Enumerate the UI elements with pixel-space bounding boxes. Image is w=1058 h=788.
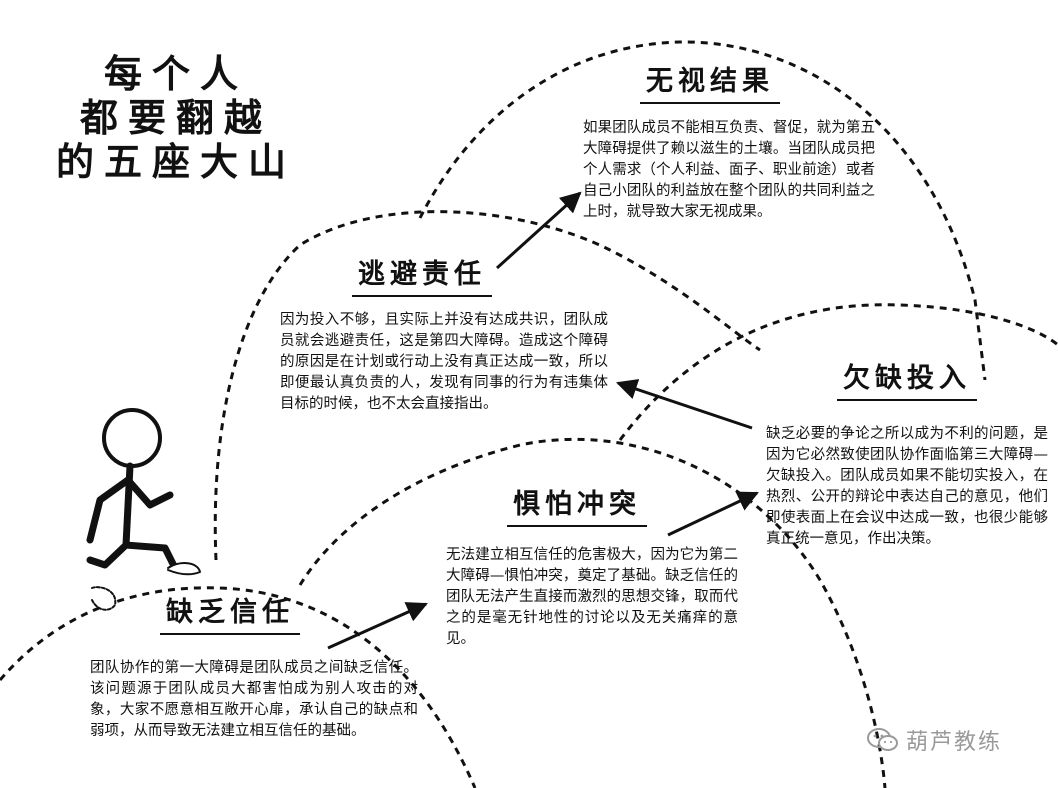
heading-lack-of-trust: 缺乏信任 [160,596,300,635]
wechat-icon [867,728,898,751]
heading-avoidance-of-accountability: 逃避责任 [352,258,492,297]
desc-inattention-to-results: 如果团队成员不能相互负责、督促，就为第五大障碍提供了赖以滋生的土壤。当团队成员把… [583,120,875,220]
heading-lack-of-commitment: 欠缺投入 [837,362,977,401]
heading-fear-of-conflict: 惧怕冲突 [507,488,647,527]
heading-inattention-to-results: 无视结果 [640,65,780,104]
arrow-2-to-3 [667,491,759,537]
desc-fear-of-conflict: 无法建立相互信任的危害极大，因为它为第二大障碍—惧怕冲突，奠定了基础。缺乏信任的… [446,547,738,647]
arrow-3-to-4 [616,379,753,430]
desc-lack-of-trust: 团队协作的第一大障碍是团队成员之间缺乏信任。该问题源于团队成员大都害怕成为别人攻… [90,660,418,739]
arrow-4-to-5 [495,191,582,270]
watermark-text: 葫芦教练 [906,730,1003,755]
desc-avoidance-of-accountability: 因为投入不够，且实际上并没有达成共识，团队成员就会逃避责任，这是第四大障碍。造成… [280,312,608,412]
title-line: 的五座大山 [56,140,297,184]
mountain-outline-4 [213,210,761,561]
mountain-outline-5 [418,40,987,381]
desc-lack-of-commitment: 缺乏必要的争论之所以成为不利的问题，是因为它必然致使团队协作面临第三大障碍—欠缺… [766,426,1048,547]
arrow-1-to-2 [327,602,428,650]
title-line: 每个人 [103,52,248,96]
mountain-outline-2 [298,437,887,788]
title-line: 都要翻越 [79,96,272,140]
page-title: 每个人 都要翻越 的五座大山 [56,52,296,184]
stick-figure-icon [86,408,201,611]
mountain-outline-3 [618,303,1058,441]
watermark: 葫芦教练 [866,724,1002,756]
